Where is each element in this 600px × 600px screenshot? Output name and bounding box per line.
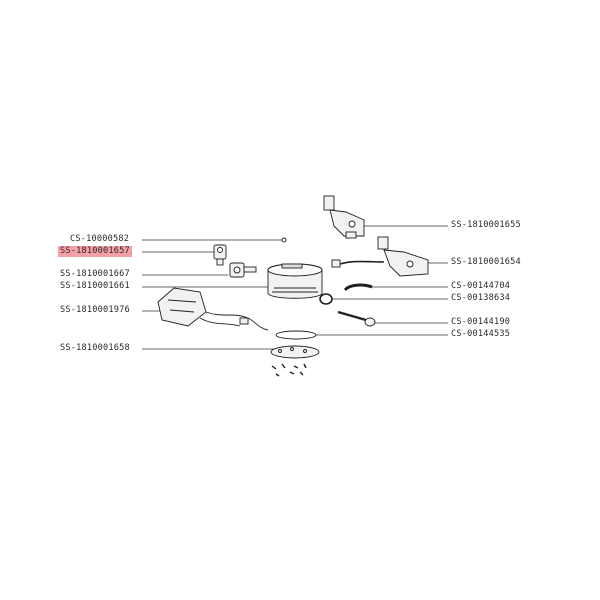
label-ss1810001655: SS-1810001655 — [451, 220, 521, 230]
pump-unit-part — [331, 236, 429, 277]
label-ss1810001654: SS-1810001654 — [451, 257, 521, 267]
harness-part — [157, 287, 269, 331]
label-cs10000582: CS-10000582 — [70, 234, 130, 244]
label-cs00144704: CS-00144704 — [451, 281, 511, 291]
probe-part — [337, 310, 376, 327]
label-cs00138634: CS-00138634 — [451, 293, 511, 303]
tube-part — [343, 283, 373, 292]
label-cs00144190: CS-00144190 — [451, 317, 511, 327]
label-ss1810001667: SS-1810001667 — [60, 269, 130, 279]
label-ss1810001976: SS-1810001976 — [60, 305, 130, 315]
label-ss1810001661: SS-1810001661 — [60, 281, 130, 291]
base-plate-part — [270, 345, 320, 377]
label-cs00144535: CS-00144535 — [451, 329, 511, 339]
valve-part — [229, 262, 257, 278]
seal-ring-part — [319, 293, 333, 305]
sensor-part — [213, 244, 227, 266]
label-ss1810001658: SS-1810001658 — [60, 343, 130, 353]
heater-body-part — [267, 263, 323, 299]
pump-assembly-part — [323, 195, 365, 239]
pin-part — [281, 237, 287, 243]
gasket-part — [275, 330, 317, 340]
label-ss1810001657-highlighted: SS-1810001657 — [58, 246, 132, 257]
